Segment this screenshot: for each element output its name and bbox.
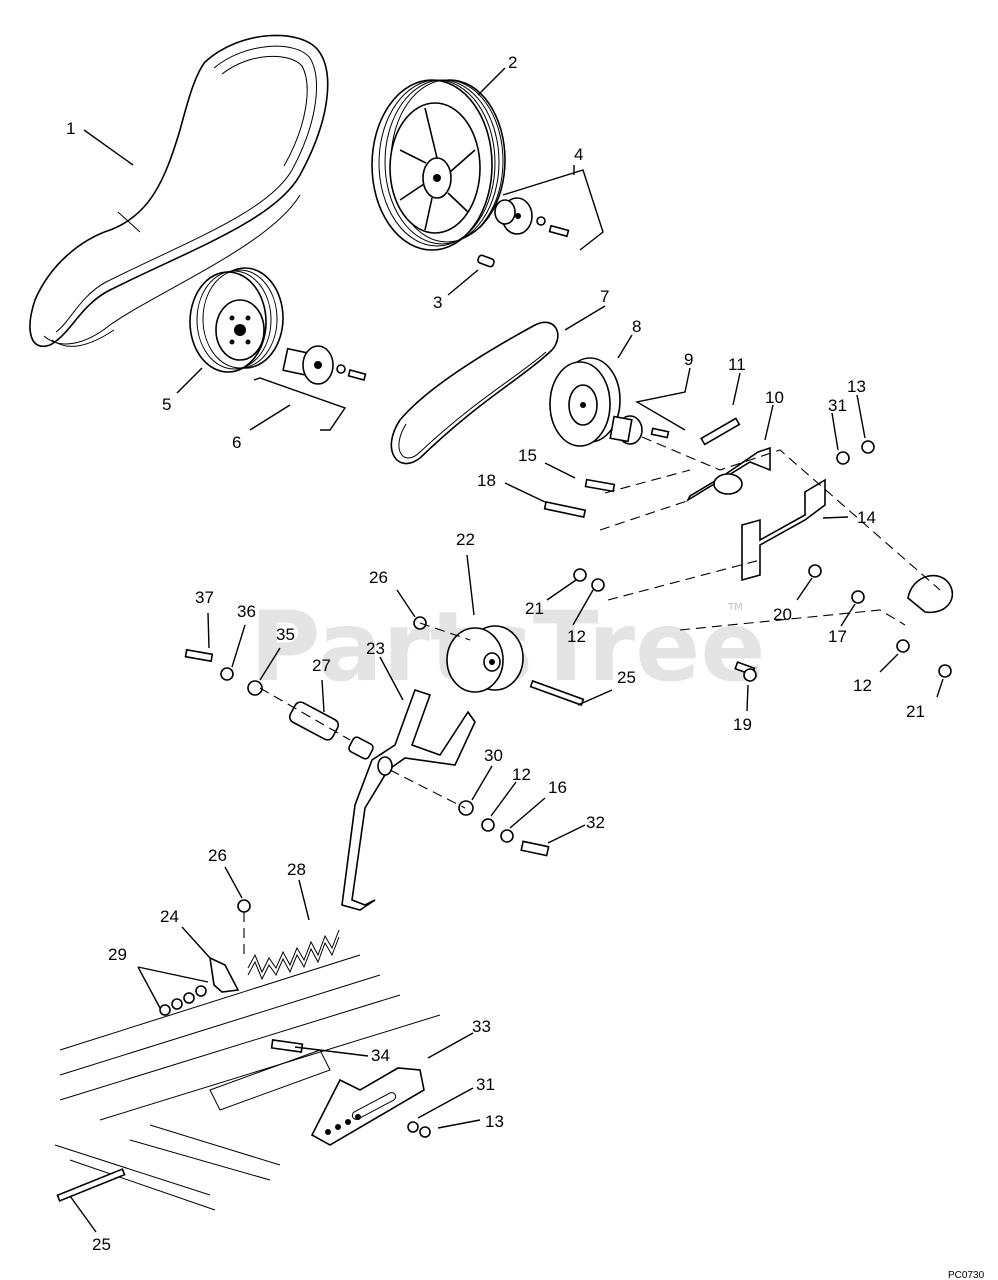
callout-23[interactable]: 23 bbox=[366, 639, 385, 658]
callout-18[interactable]: 18 bbox=[477, 471, 496, 490]
callout-26-b[interactable]: 26 bbox=[208, 846, 227, 865]
small-pulley[interactable] bbox=[189, 267, 284, 373]
hub-assembly-4[interactable] bbox=[494, 197, 570, 238]
callout-3[interactable]: 3 bbox=[433, 293, 442, 312]
callout-9[interactable]: 9 bbox=[684, 350, 693, 369]
callout-17[interactable]: 17 bbox=[828, 627, 847, 646]
hub-assembly-6[interactable] bbox=[282, 345, 367, 385]
callout-21-a[interactable]: 21 bbox=[525, 599, 544, 618]
callout-7[interactable]: 7 bbox=[600, 287, 609, 306]
washers-and-nuts[interactable] bbox=[220, 440, 952, 1138]
callout-12-a[interactable]: 12 bbox=[567, 627, 586, 646]
callout-24[interactable]: 24 bbox=[160, 907, 179, 926]
callout-4[interactable]: 4 bbox=[574, 145, 583, 164]
watermark-trademark: TM bbox=[727, 602, 743, 613]
callout-11[interactable]: 11 bbox=[728, 355, 746, 374]
spacer-tube-27[interactable] bbox=[288, 700, 375, 760]
callout-8[interactable]: 8 bbox=[632, 317, 641, 336]
callout-15[interactable]: 15 bbox=[518, 446, 537, 465]
spring-bracket-24[interactable] bbox=[208, 956, 240, 993]
idler-arm-23[interactable] bbox=[341, 688, 476, 911]
woodruff-key[interactable] bbox=[477, 254, 495, 268]
callout-35[interactable]: 35 bbox=[276, 625, 295, 644]
callout-31-b[interactable]: 31 bbox=[476, 1075, 495, 1094]
callout-28[interactable]: 28 bbox=[287, 860, 306, 879]
fastener-bolts[interactable] bbox=[56, 417, 954, 1202]
callout-13-b[interactable]: 13 bbox=[485, 1112, 504, 1131]
callout-13-a[interactable]: 13 bbox=[847, 377, 866, 396]
spacer-assembly-9[interactable] bbox=[609, 415, 670, 445]
idler-pulley-8[interactable] bbox=[549, 357, 621, 447]
alignment-lines bbox=[243, 436, 941, 960]
callout-31-a[interactable]: 31 bbox=[828, 396, 847, 415]
large-pulley[interactable] bbox=[371, 79, 506, 251]
callout-25-b[interactable]: 25 bbox=[92, 1235, 111, 1254]
callout-1[interactable]: 1 bbox=[66, 119, 75, 138]
callout-21-b[interactable]: 21 bbox=[906, 702, 925, 721]
callout-10[interactable]: 10 bbox=[765, 388, 784, 407]
mower-frame bbox=[54, 954, 441, 1211]
callout-19[interactable]: 19 bbox=[733, 715, 752, 734]
callout-16[interactable]: 16 bbox=[548, 778, 567, 797]
callout-12-b[interactable]: 12 bbox=[853, 676, 872, 695]
callout-29[interactable]: 29 bbox=[108, 945, 127, 964]
callout-32[interactable]: 32 bbox=[586, 813, 605, 832]
callout-36[interactable]: 36 bbox=[237, 602, 256, 621]
callout-30[interactable]: 30 bbox=[484, 746, 503, 765]
callout-26-a[interactable]: 26 bbox=[369, 568, 388, 587]
drive-belt-long[interactable] bbox=[29, 34, 329, 348]
callout-6[interactable]: 6 bbox=[232, 433, 241, 452]
callout-12-c[interactable]: 12 bbox=[512, 765, 531, 784]
idler-pulley-22[interactable] bbox=[446, 625, 524, 693]
extension-spring-28[interactable] bbox=[247, 929, 340, 981]
leader-lines bbox=[69, 67, 944, 1233]
callout-5[interactable]: 5 bbox=[162, 395, 171, 414]
callout-20[interactable]: 20 bbox=[773, 605, 792, 624]
adjust-bracket-33[interactable] bbox=[310, 1067, 425, 1146]
callout-25-a[interactable]: 25 bbox=[617, 668, 636, 687]
adjuster-nuts-29[interactable] bbox=[159, 985, 207, 1016]
callout-22[interactable]: 22 bbox=[456, 530, 475, 549]
callout-labels: 1 2 3 4 5 6 7 8 9 10 11 12 12 12 13 13 1… bbox=[66, 53, 925, 1254]
mounting-bracket-10[interactable] bbox=[686, 446, 771, 503]
callout-2[interactable]: 2 bbox=[508, 53, 517, 72]
callout-34[interactable]: 34 bbox=[371, 1046, 390, 1065]
drive-belt-short[interactable] bbox=[390, 321, 559, 465]
callout-14[interactable]: 14 bbox=[857, 508, 876, 527]
drawing-code: PC0730 bbox=[948, 1270, 985, 1280]
callout-37[interactable]: 37 bbox=[195, 588, 214, 607]
plate-bracket-14[interactable] bbox=[741, 478, 826, 582]
callout-27[interactable]: 27 bbox=[312, 656, 331, 675]
callout-33[interactable]: 33 bbox=[472, 1017, 491, 1036]
